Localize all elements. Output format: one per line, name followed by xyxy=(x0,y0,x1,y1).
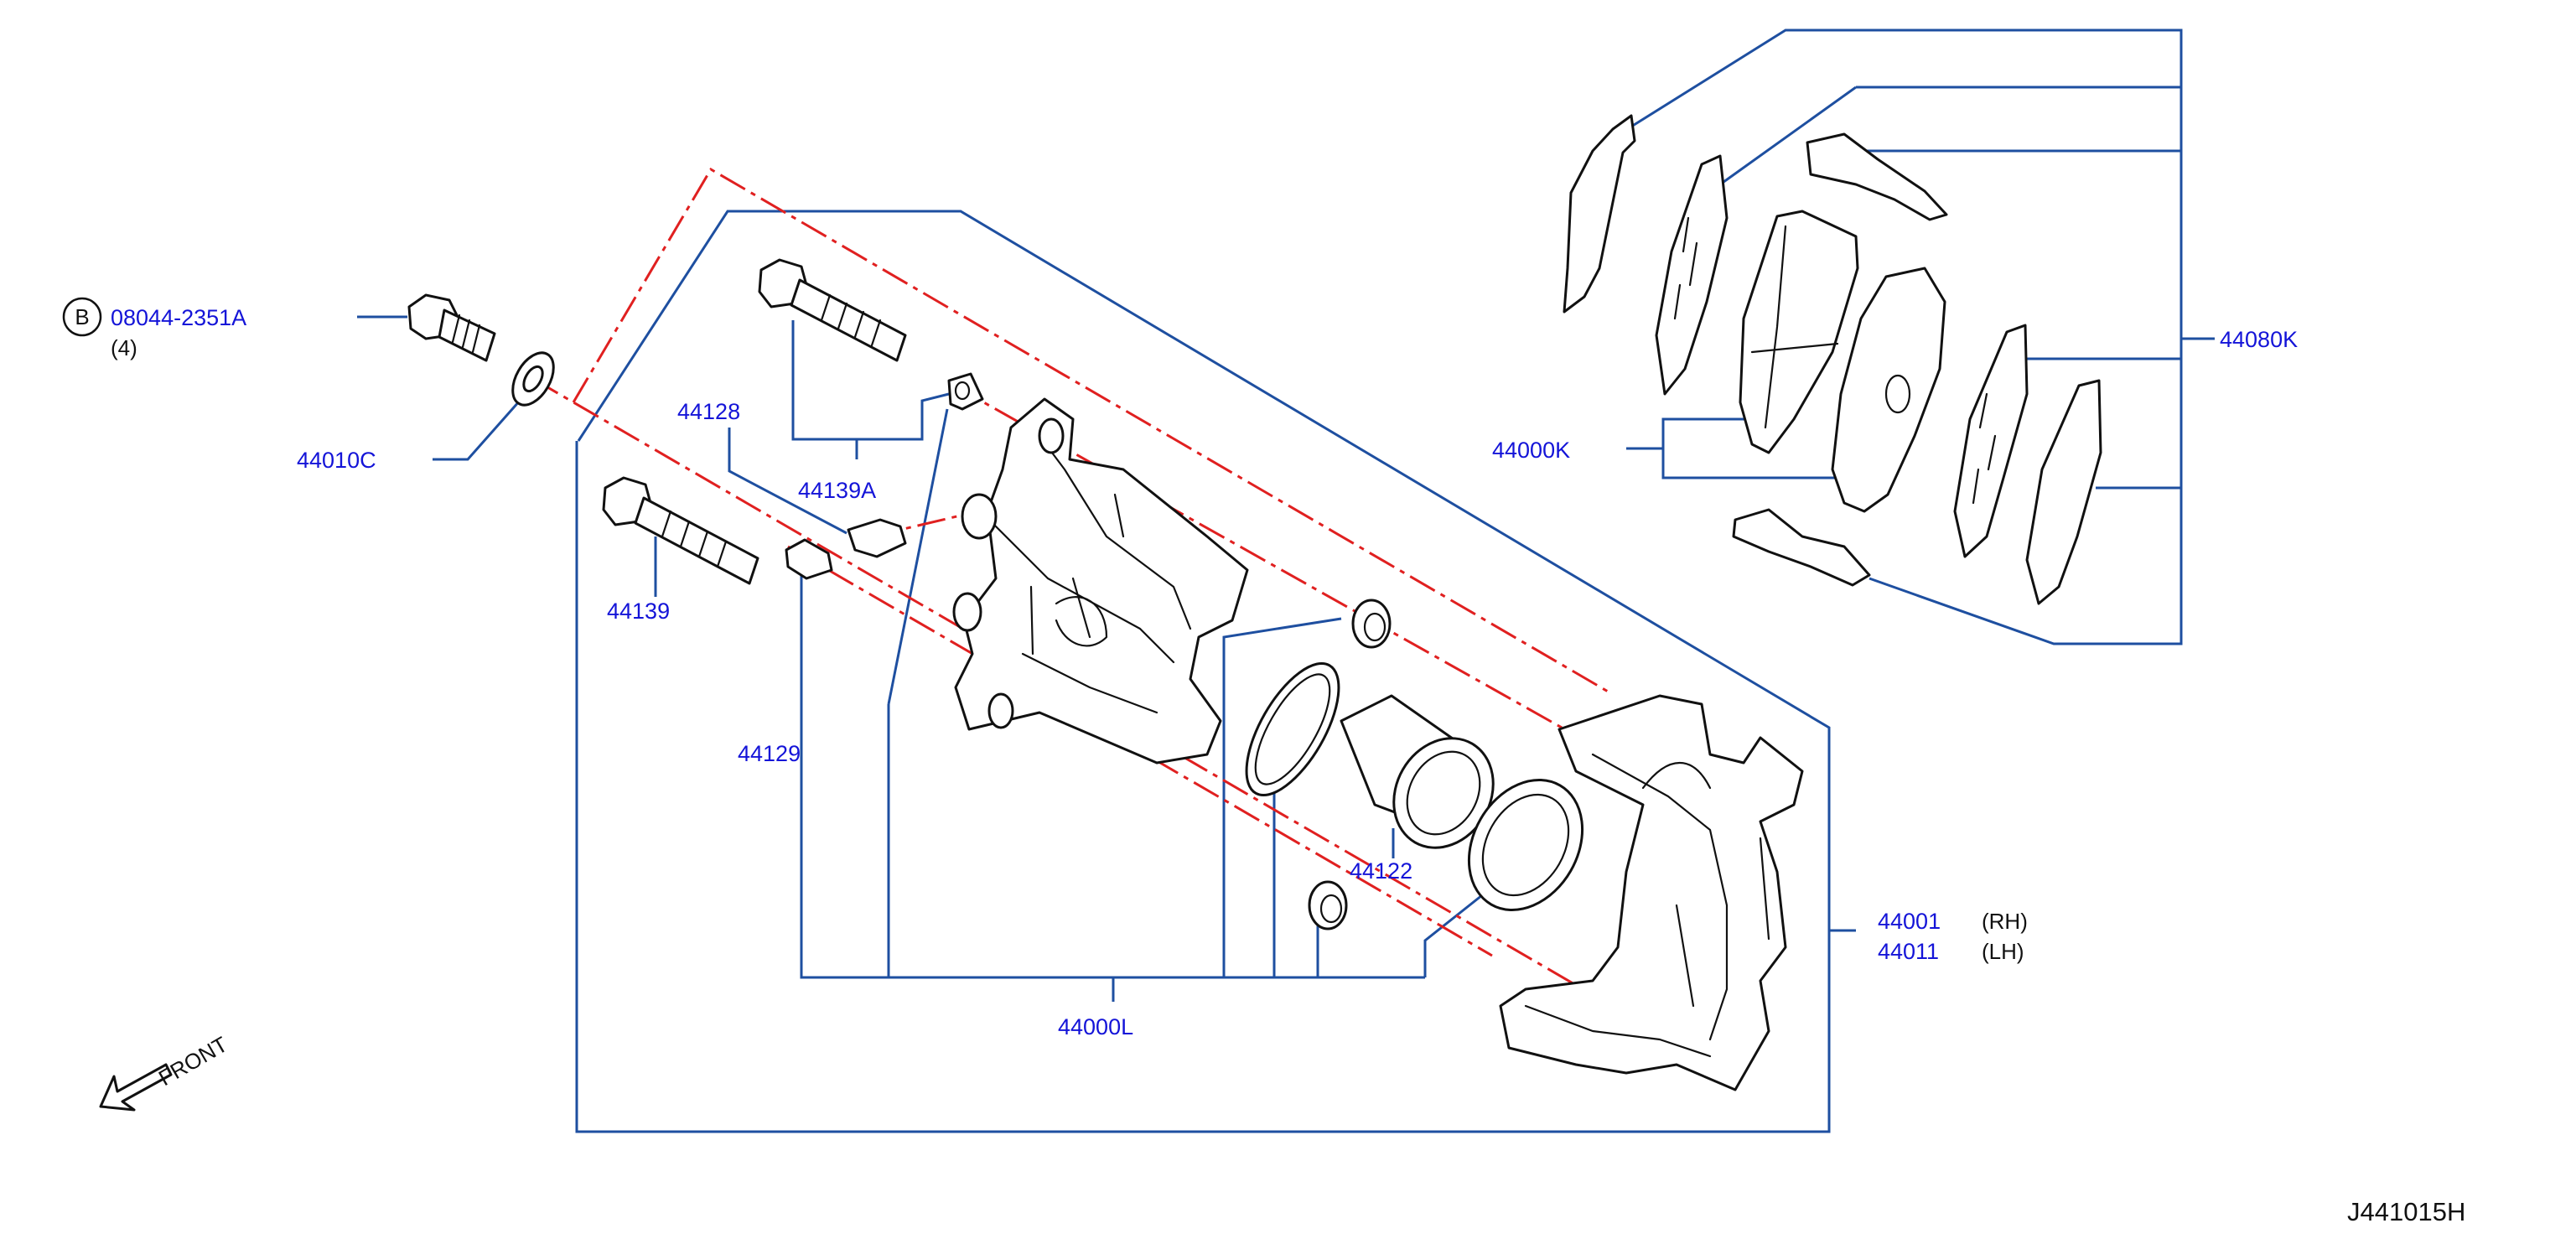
part-washer-44010C xyxy=(511,351,555,407)
label-44139[interactable]: 44139 xyxy=(607,599,670,624)
part-boot-upper xyxy=(1351,599,1392,649)
front-arrow xyxy=(99,1063,173,1112)
label-44000K[interactable]: 44000K xyxy=(1492,438,1570,463)
callout-circle-icon xyxy=(62,297,102,337)
label-44010C[interactable]: 44010C xyxy=(297,448,376,473)
part-anti-squeal-shim-3 xyxy=(1953,324,2029,558)
label-44011[interactable]: 44011 xyxy=(1878,939,1939,964)
part-bleeder-cap-44128 xyxy=(947,372,984,411)
part-pad-clip-upper xyxy=(1806,132,1948,221)
part-guide-bolt-44139A xyxy=(758,258,907,362)
label-lh: (LH) xyxy=(1982,939,2024,964)
diagram-code: J441015H xyxy=(2347,1197,2465,1226)
part-bleeder-screw-44129 xyxy=(785,518,907,580)
callout-letter: B xyxy=(75,304,89,329)
leader-lines xyxy=(357,29,2215,1133)
part-brake-pad-outer xyxy=(1831,267,1946,513)
part-guide-bolt-44139 xyxy=(602,476,759,585)
label-44128[interactable]: 44128 xyxy=(677,399,740,424)
label-44000L[interactable]: 44000L xyxy=(1058,1014,1133,1039)
label-44139A[interactable]: 44139A xyxy=(798,478,876,503)
part-anti-squeal-shim-4 xyxy=(2025,379,2102,605)
label-rh: (RH) xyxy=(1982,909,2028,934)
part-anti-squeal-shim-2 xyxy=(1655,154,1729,396)
part-piston xyxy=(1340,694,1495,849)
label-44080K[interactable]: 44080K xyxy=(2220,327,2298,352)
part-brake-pad-inner xyxy=(1739,210,1859,454)
part-caliper-bracket xyxy=(1499,694,1804,1091)
bolt-callout: B 08044-2351A (4) xyxy=(62,297,246,360)
part-anti-squeal-shim-1 xyxy=(1563,114,1636,314)
label-bolt-part-number[interactable]: 08044-2351A xyxy=(111,305,246,330)
label-bolt-quantity: (4) xyxy=(111,335,137,360)
label-front: FRONT xyxy=(154,1031,232,1091)
label-44001[interactable]: 44001 xyxy=(1878,909,1941,934)
label-44122[interactable]: 44122 xyxy=(1350,858,1412,884)
part-pad-clip-lower xyxy=(1732,508,1871,587)
part-bolt-08044 xyxy=(407,293,496,362)
part-dust-boot-ring xyxy=(1467,779,1584,911)
part-piston-seal-ring xyxy=(1245,661,1340,797)
label-44129[interactable]: 44129 xyxy=(738,741,801,766)
part-boot-lower xyxy=(1308,880,1348,930)
part-caliper-body xyxy=(952,397,1249,765)
